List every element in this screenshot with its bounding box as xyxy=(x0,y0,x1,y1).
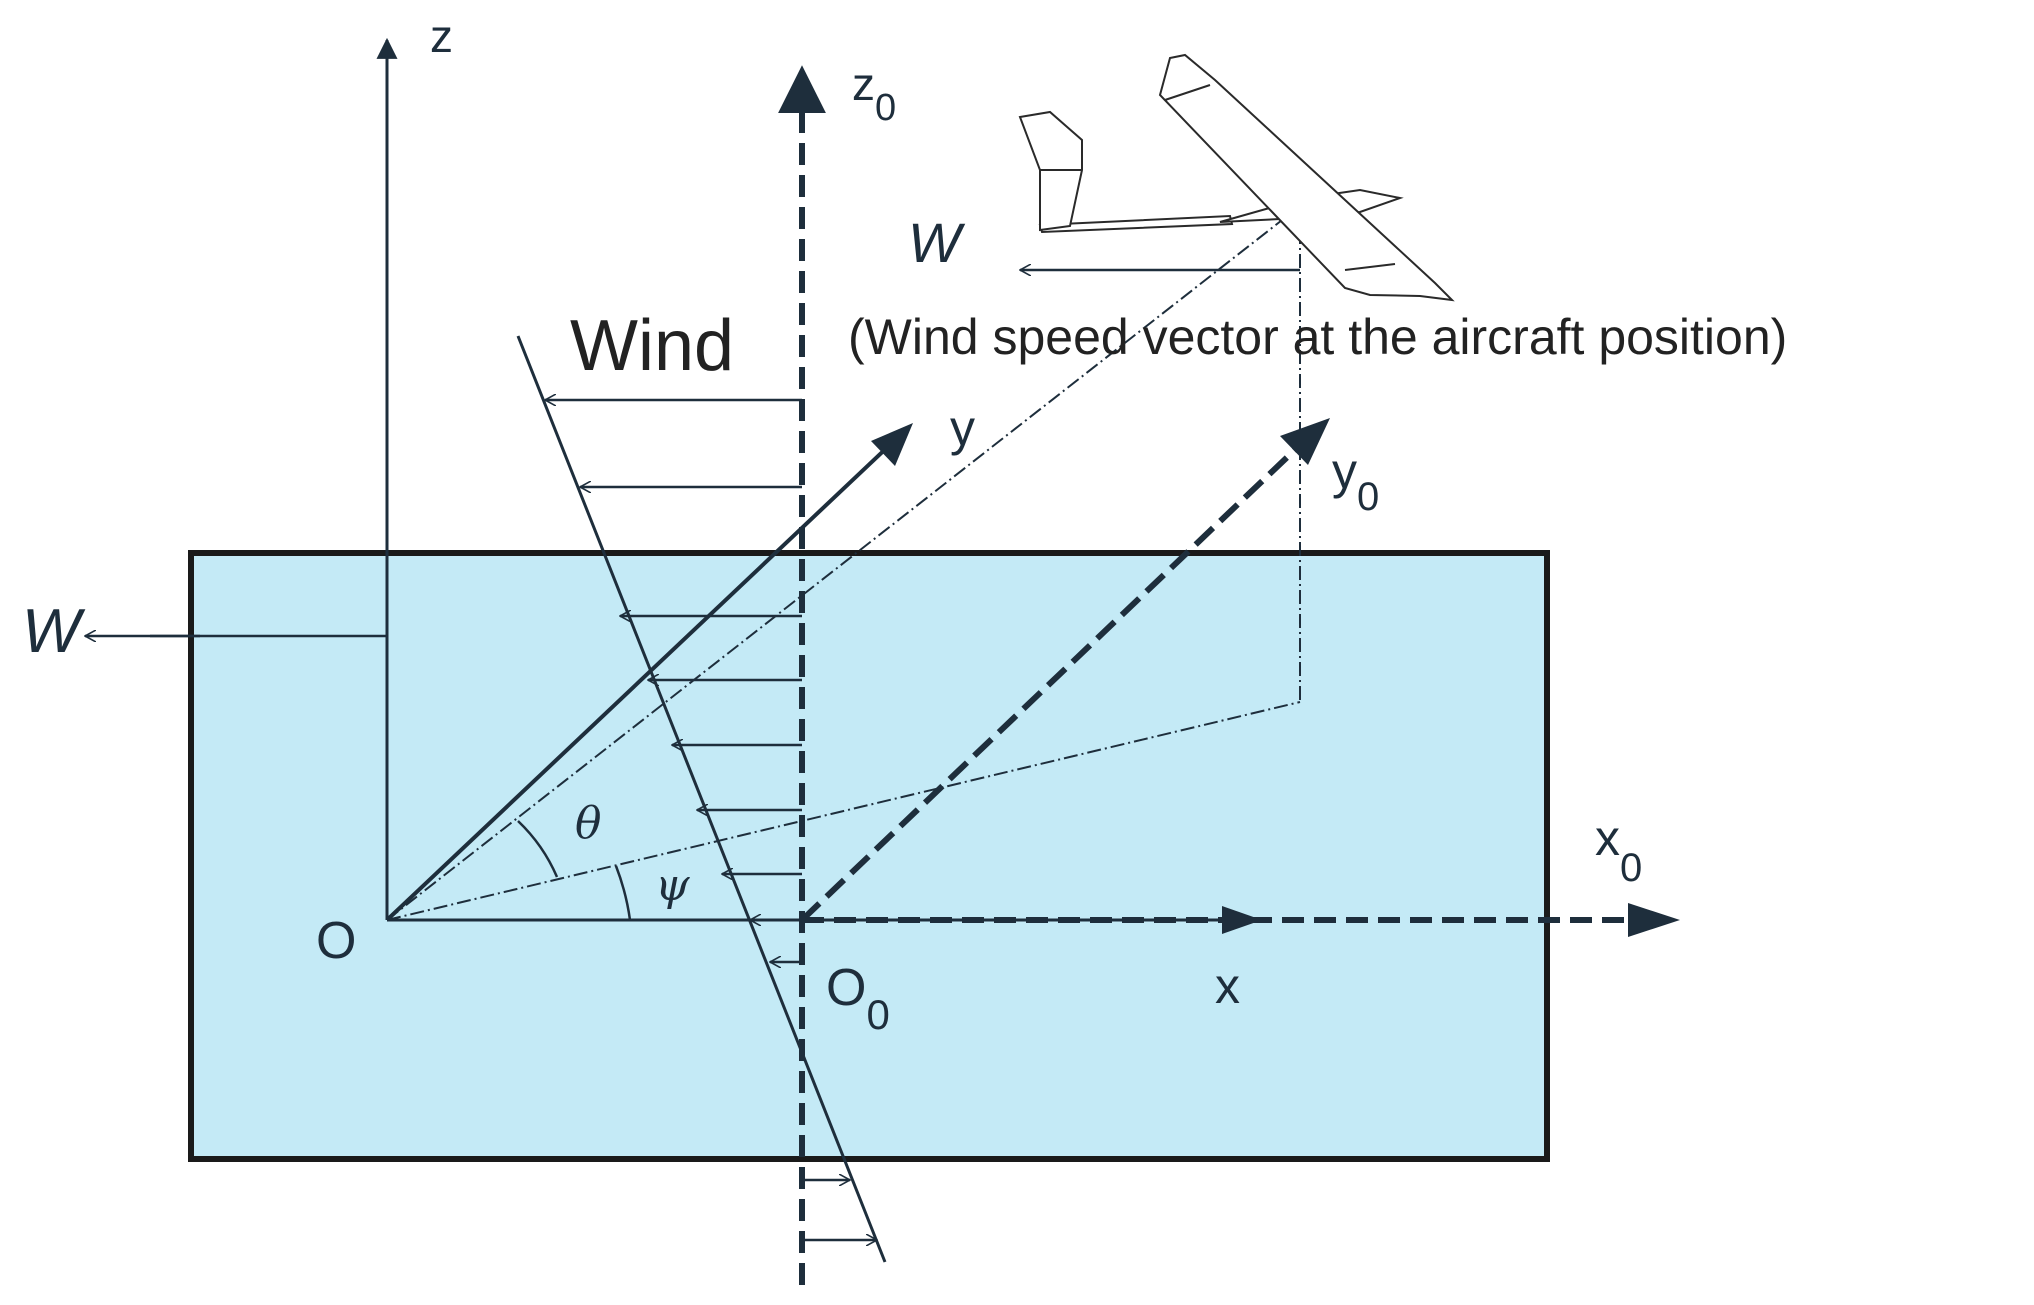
origin-label: O xyxy=(316,912,356,970)
x-axis-arrowhead xyxy=(1222,906,1262,934)
y-axis-arrowhead xyxy=(871,423,913,466)
wind-profile-arrows-lower xyxy=(802,1180,877,1240)
theta-label: θ xyxy=(575,798,602,849)
psi-label: ψ xyxy=(655,860,690,911)
psi-arc xyxy=(614,865,632,921)
w-left-label: W xyxy=(22,597,86,666)
theta-arc xyxy=(517,820,559,878)
x-axis-label: x xyxy=(1215,958,1240,1014)
y0-axis-arrowhead xyxy=(1280,418,1330,465)
x0-axis-arrowhead xyxy=(1628,903,1680,937)
y0-axis xyxy=(799,442,1303,923)
w-aircraft-label: W xyxy=(908,211,966,274)
origin0-label: O0 xyxy=(826,959,890,1038)
z-axis-label: z xyxy=(430,10,453,62)
water-plane xyxy=(188,550,1550,1162)
wind-profile-arrows xyxy=(545,400,802,962)
x0-axis-label: x0 xyxy=(1595,810,1642,890)
y-axis xyxy=(385,438,897,922)
y0-axis-label: y0 xyxy=(1332,443,1379,519)
aircraft-caption: (Wind speed vector at the aircraft posit… xyxy=(848,309,1787,365)
z0-axis-label: z0 xyxy=(852,58,896,129)
aircraft-icon xyxy=(1018,53,1455,302)
projection-lines xyxy=(386,205,1301,921)
wind-label: Wind xyxy=(570,306,734,386)
y-axis-label: y xyxy=(950,400,975,456)
